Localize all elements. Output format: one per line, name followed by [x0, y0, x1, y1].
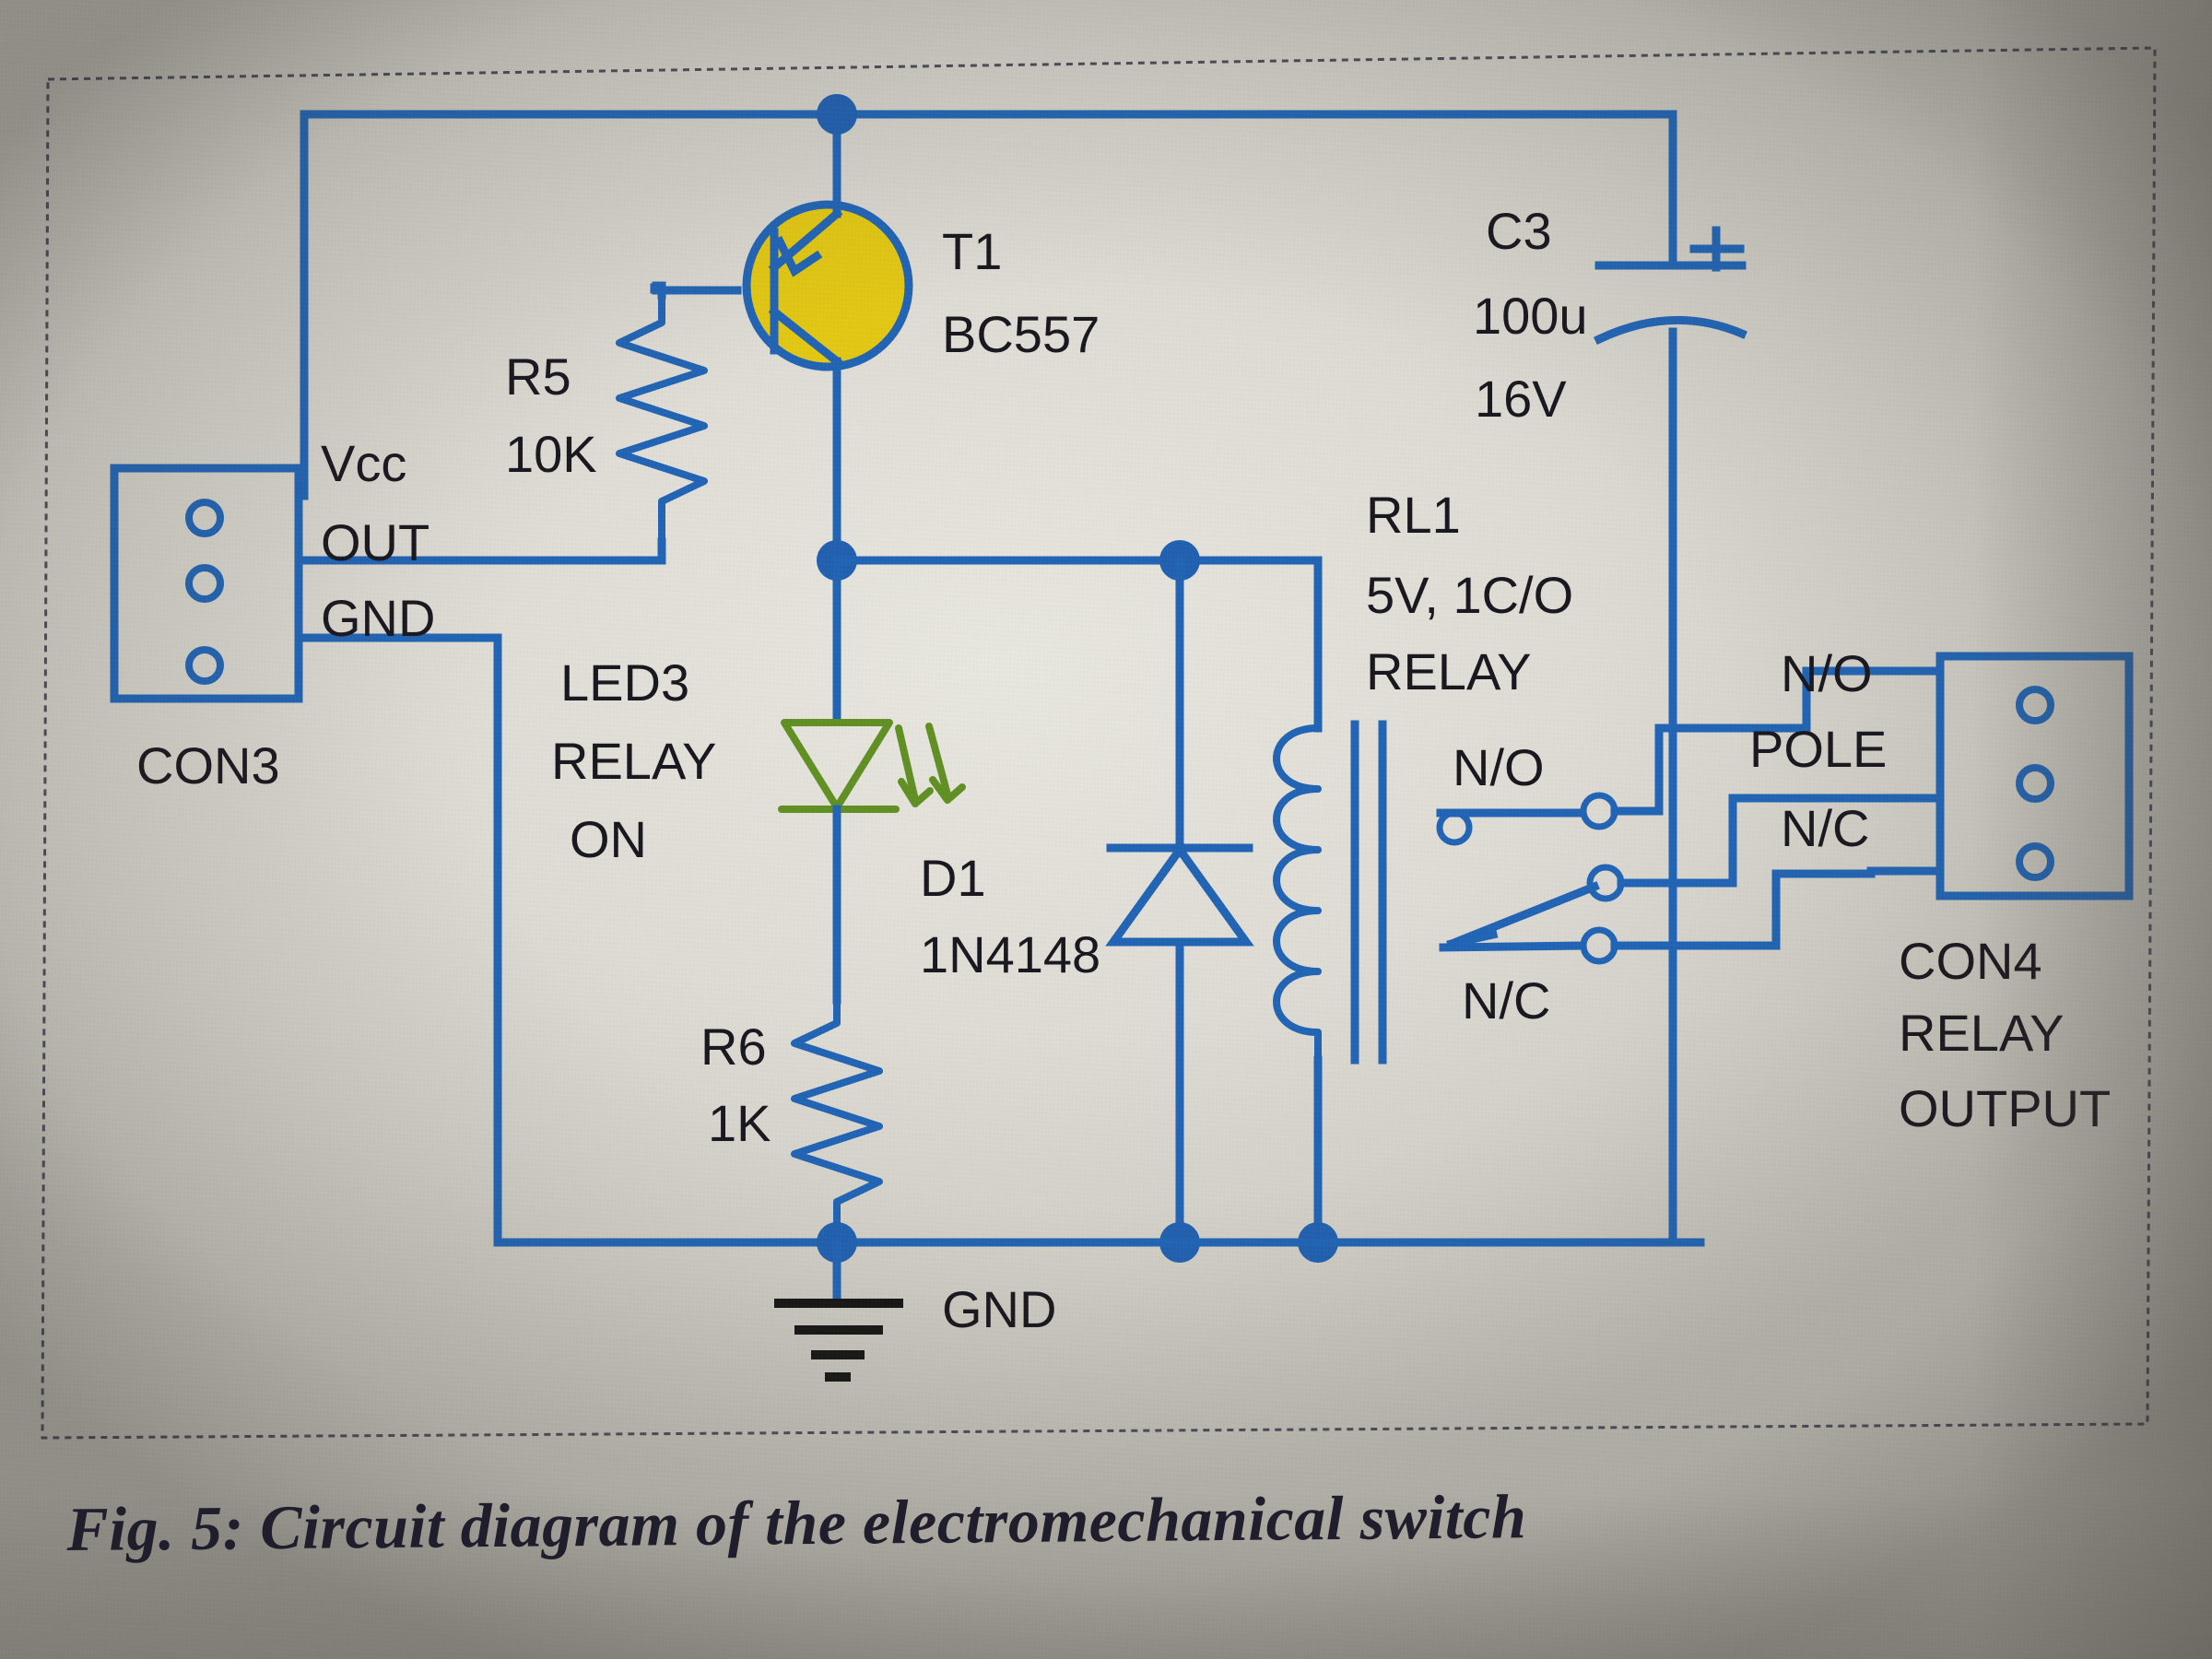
- con3-body: [110, 464, 303, 703]
- con3-pin-out-label: OUT: [321, 513, 429, 571]
- t1-value-label: BC557: [942, 305, 1100, 363]
- wire-no-to-con4: [1610, 666, 1945, 816]
- c3-value1-label: 100u: [1473, 287, 1588, 345]
- wire-nc-to-con4: [1610, 866, 1945, 950]
- rl1-contact-no-label: N/O: [1453, 738, 1545, 796]
- node-t1-vcc: [817, 94, 857, 135]
- r6-symbol: [791, 996, 883, 1246]
- led3-line2-label: ON: [570, 810, 647, 868]
- t1-emitter-arrow: [773, 235, 823, 277]
- con4-pin-3-hole: [2016, 842, 2054, 881]
- rl1-ref-label: RL1: [1366, 486, 1461, 544]
- r6-ref-label: R6: [700, 1018, 767, 1076]
- r5-symbol: [616, 291, 708, 546]
- rl1-no-contact: [1580, 792, 1618, 830]
- rl1-nc-lead: [1439, 941, 1585, 952]
- con4-pin-1-hole: [2016, 686, 2054, 724]
- gnd-rail-label: GND: [942, 1280, 1056, 1338]
- c3-value2-label: 16V: [1475, 370, 1567, 428]
- d1-ref-label: D1: [920, 849, 986, 907]
- figure-caption: Fig. 5: Circuit diagram of the electrome…: [66, 1481, 1527, 1564]
- d1-triangle: [1105, 842, 1254, 947]
- c3-plate-negative: [1594, 315, 1747, 345]
- con3-pin-gnd-label: GND: [321, 589, 435, 647]
- wire-t1-base-jog2: [652, 286, 666, 300]
- r5-value-label: 10K: [505, 425, 597, 483]
- d1-value-label: 1N4148: [920, 925, 1100, 983]
- wire-con3-out: [294, 537, 666, 565]
- con4-body: [1936, 652, 2134, 900]
- figure-border: [41, 46, 2157, 1440]
- wire-pole-to-con4: [1617, 794, 1945, 888]
- led3-line1-label: RELAY: [551, 732, 716, 790]
- rl1-nc-contact: [1580, 926, 1618, 965]
- wire-vcc-rail: [300, 110, 1677, 500]
- con4-ref-label: CON4: [1899, 932, 2042, 990]
- con3-pin-1-hole: [185, 499, 224, 537]
- rl1-armature-pivot: [1446, 929, 1499, 949]
- con3-pin-3-hole: [185, 646, 224, 685]
- c3-ref-label: C3: [1486, 202, 1552, 260]
- r5-ref-label: R5: [505, 347, 571, 406]
- con4-line2-label: OUTPUT: [1899, 1079, 2111, 1137]
- led3-emission-arrow-1: [895, 724, 919, 804]
- con4-line1-label: RELAY: [1899, 1004, 2064, 1062]
- rl1-coil: [1273, 724, 1322, 1064]
- rl1-spec2-label: RELAY: [1366, 642, 1531, 700]
- con4-pin-pole-label: POLE: [1749, 720, 1887, 778]
- con3-pin-vcc-label: Vcc: [321, 434, 406, 492]
- r6-value-label: 1K: [708, 1094, 771, 1152]
- con3-ref-label: CON3: [136, 736, 280, 794]
- con3-pin-2-hole: [185, 564, 224, 603]
- led3-emission-arrow-2: [925, 723, 951, 798]
- con4-pin-no-label: N/O: [1781, 644, 1873, 702]
- led3-emission-arrowhead-2: [929, 776, 966, 804]
- con4-pin-nc-label: N/C: [1781, 799, 1869, 857]
- rl1-spec1-label: 5V, 1C/O: [1366, 566, 1573, 624]
- led3-triangle: [781, 719, 893, 811]
- con4-pin-2-hole: [2016, 764, 2054, 803]
- rl1-no-terminal: [1436, 809, 1473, 846]
- led3-emission-arrowhead-1: [898, 778, 934, 807]
- led3-ref-label: LED3: [560, 653, 689, 712]
- t1-collector-lead: [768, 305, 843, 368]
- rl1-contact-nc-label: N/C: [1462, 971, 1550, 1030]
- t1-ref-label: T1: [942, 222, 1002, 280]
